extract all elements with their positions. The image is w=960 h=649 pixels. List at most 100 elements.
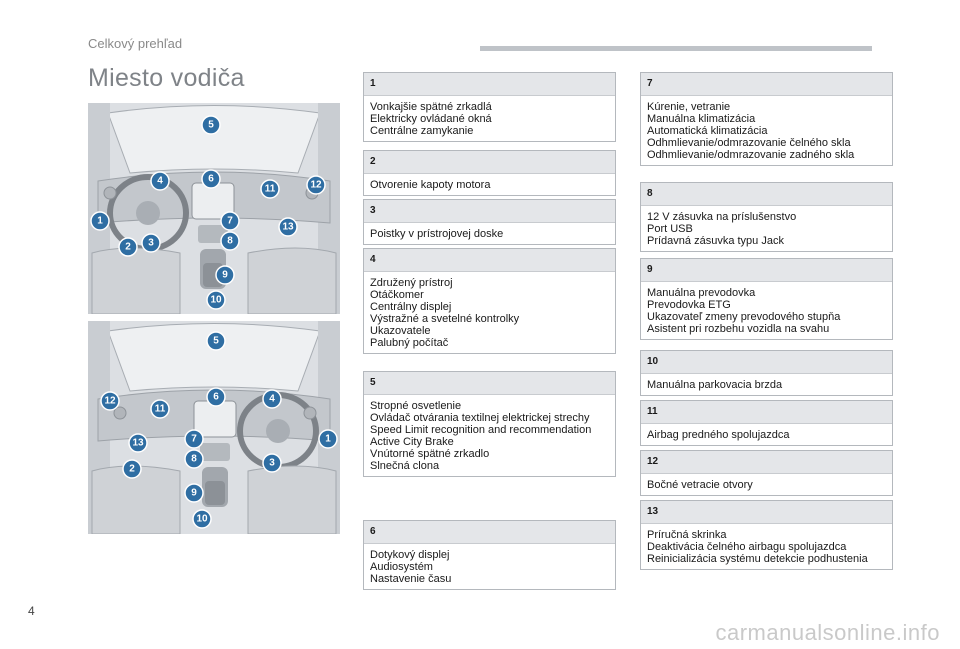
badge-8: 8 <box>220 231 240 251</box>
diagram-separator <box>88 315 340 320</box>
legend-line: Kúrenie, vetranie <box>647 101 731 113</box>
svg-text:11: 11 <box>265 184 276 195</box>
legend-line: Ukazovatele <box>370 325 431 337</box>
legend-line: Palubný počítač <box>370 337 449 349</box>
legend-line: Automatická klimatizácia <box>647 125 768 137</box>
svg-text:9: 9 <box>222 270 228 281</box>
legend-number: 7 <box>641 73 892 96</box>
svg-text:5: 5 <box>208 120 214 131</box>
legend-line: Reinicializácia systému detekcie podhust… <box>647 553 868 565</box>
legend-line: Odhmlievanie/odmrazovanie čelného skla <box>647 137 851 149</box>
legend-box-7: 7 Kúrenie, vetranie Manuálna klimatizáci… <box>640 72 893 166</box>
legend-number: 4 <box>364 249 615 272</box>
section-header: Celkový prehľad <box>88 36 183 51</box>
badge-12: 12 <box>306 175 326 195</box>
legend-line: Manuálna parkovacia brzda <box>647 379 783 391</box>
legend-number: 10 <box>641 351 892 374</box>
legend-box-9: 9 Manuálna prevodovka Prevodovka ETG Uka… <box>640 258 893 340</box>
svg-text:7: 7 <box>191 434 197 445</box>
legend-line: Manuálna prevodovka <box>647 287 756 299</box>
badge-13: 13 <box>128 433 148 453</box>
legend-line: Ukazovateľ zmeny prevodového stupňa <box>647 311 841 323</box>
legend-line: Slnečná clona <box>370 460 440 472</box>
legend-box-1: 1 Vonkajšie spätné zrkadlá Elektricky ov… <box>363 72 616 142</box>
svg-text:9: 9 <box>191 488 197 499</box>
badge-2: 2 <box>122 459 142 479</box>
legend-line: Ovládač otvárania textilnej elektrickej … <box>370 412 590 424</box>
badge-2: 2 <box>118 237 138 257</box>
svg-text:2: 2 <box>129 464 135 475</box>
legend-line: Deaktivácia čelného airbagu spolujazdca <box>647 541 847 553</box>
svg-text:8: 8 <box>227 236 233 247</box>
svg-text:4: 4 <box>269 394 275 405</box>
badge-1: 1 <box>90 211 110 231</box>
legend-number: 1 <box>364 73 615 96</box>
legend-line: Odhmlievanie/odmrazovanie zadného skla <box>647 149 855 161</box>
legend-box-11: 11 Airbag predného spolujazdca <box>640 400 893 446</box>
svg-text:6: 6 <box>213 392 219 403</box>
legend-line: Port USB <box>647 223 693 235</box>
badge-7: 7 <box>220 211 240 231</box>
svg-text:2: 2 <box>125 242 131 253</box>
legend-box-10: 10 Manuálna parkovacia brzda <box>640 350 893 396</box>
legend-box-13: 13 Príručná skrinka Deaktivácia čelného … <box>640 500 893 570</box>
svg-text:3: 3 <box>269 458 275 469</box>
legend-line: Otvorenie kapoty motora <box>370 179 491 191</box>
legend-line: Združený prístroj <box>370 277 453 289</box>
legend-number: 3 <box>364 200 615 223</box>
legend-box-4: 4 Združený prístroj Otáčkomer Centrálny … <box>363 248 616 354</box>
svg-text:1: 1 <box>325 434 331 445</box>
badge-5: 5 <box>201 115 221 135</box>
legend-box-2: 2 Otvorenie kapoty motora <box>363 150 616 196</box>
badge-12: 12 <box>100 391 120 411</box>
svg-text:6: 6 <box>208 174 214 185</box>
badge-10: 10 <box>192 509 212 529</box>
legend-line: Airbag predného spolujazdca <box>647 429 790 441</box>
svg-text:11: 11 <box>155 404 166 415</box>
svg-text:12: 12 <box>104 396 116 407</box>
legend-line: Vonkajšie spätné zrkadlá <box>370 101 492 113</box>
badge-6: 6 <box>201 169 221 189</box>
legend-line: 12 V zásuvka na príslušenstvo <box>647 211 797 223</box>
watermark: carmanualsonline.info <box>715 620 940 645</box>
svg-text:13: 13 <box>282 222 294 233</box>
legend-box-5: 5 Stropné osvetlenie Ovládač otvárania t… <box>363 371 616 477</box>
svg-text:3: 3 <box>148 238 154 249</box>
badge-11: 11 <box>150 399 170 419</box>
legend-line: Nastavenie času <box>370 573 452 585</box>
svg-text:1: 1 <box>97 216 103 227</box>
legend-box-8: 8 12 V zásuvka na príslušenstvo Port USB… <box>640 182 893 252</box>
legend-box-6: 6 Dotykový displej Audiosystém Nastaveni… <box>363 520 616 590</box>
badge-6: 6 <box>206 387 226 407</box>
svg-text:5: 5 <box>213 336 219 347</box>
badge-13: 13 <box>278 217 298 237</box>
legend-line: Príručná skrinka <box>647 529 727 541</box>
legend-line: Výstražné a svetelné kontrolky <box>370 313 520 325</box>
legend-number: 12 <box>641 451 892 474</box>
legend-line: Stropné osvetlenie <box>370 400 462 412</box>
legend-line: Audiosystém <box>370 561 433 573</box>
legend-line: Poistky v prístrojovej doske <box>370 228 504 240</box>
legend-number: 2 <box>364 151 615 174</box>
badge-9: 9 <box>184 483 204 503</box>
legend-line: Dotykový displej <box>370 549 450 561</box>
legend-line: Manuálna klimatizácia <box>647 113 756 125</box>
badge-3: 3 <box>141 233 161 253</box>
legend-number: 6 <box>364 521 615 544</box>
svg-text:8: 8 <box>191 454 197 465</box>
legend-number: 8 <box>641 183 892 206</box>
header-bar <box>480 46 872 51</box>
svg-text:4: 4 <box>157 176 163 187</box>
badge-11: 11 <box>260 179 280 199</box>
legend-line: Asistent pri rozbehu vozidla na svahu <box>647 323 830 335</box>
badge-7: 7 <box>184 429 204 449</box>
svg-text:10: 10 <box>196 514 208 525</box>
legend-line: Vnútorné spätné zrkadlo <box>370 448 490 460</box>
svg-text:10: 10 <box>210 295 222 306</box>
legend-line: Elektricky ovládané okná <box>370 113 492 125</box>
svg-text:12: 12 <box>310 180 322 191</box>
legend-line: Bočné vetracie otvory <box>647 479 753 491</box>
legend-line: Speed Limit recognition and recommendati… <box>370 424 592 436</box>
legend-line: Otáčkomer <box>370 289 424 301</box>
legend-number: 9 <box>641 259 892 282</box>
